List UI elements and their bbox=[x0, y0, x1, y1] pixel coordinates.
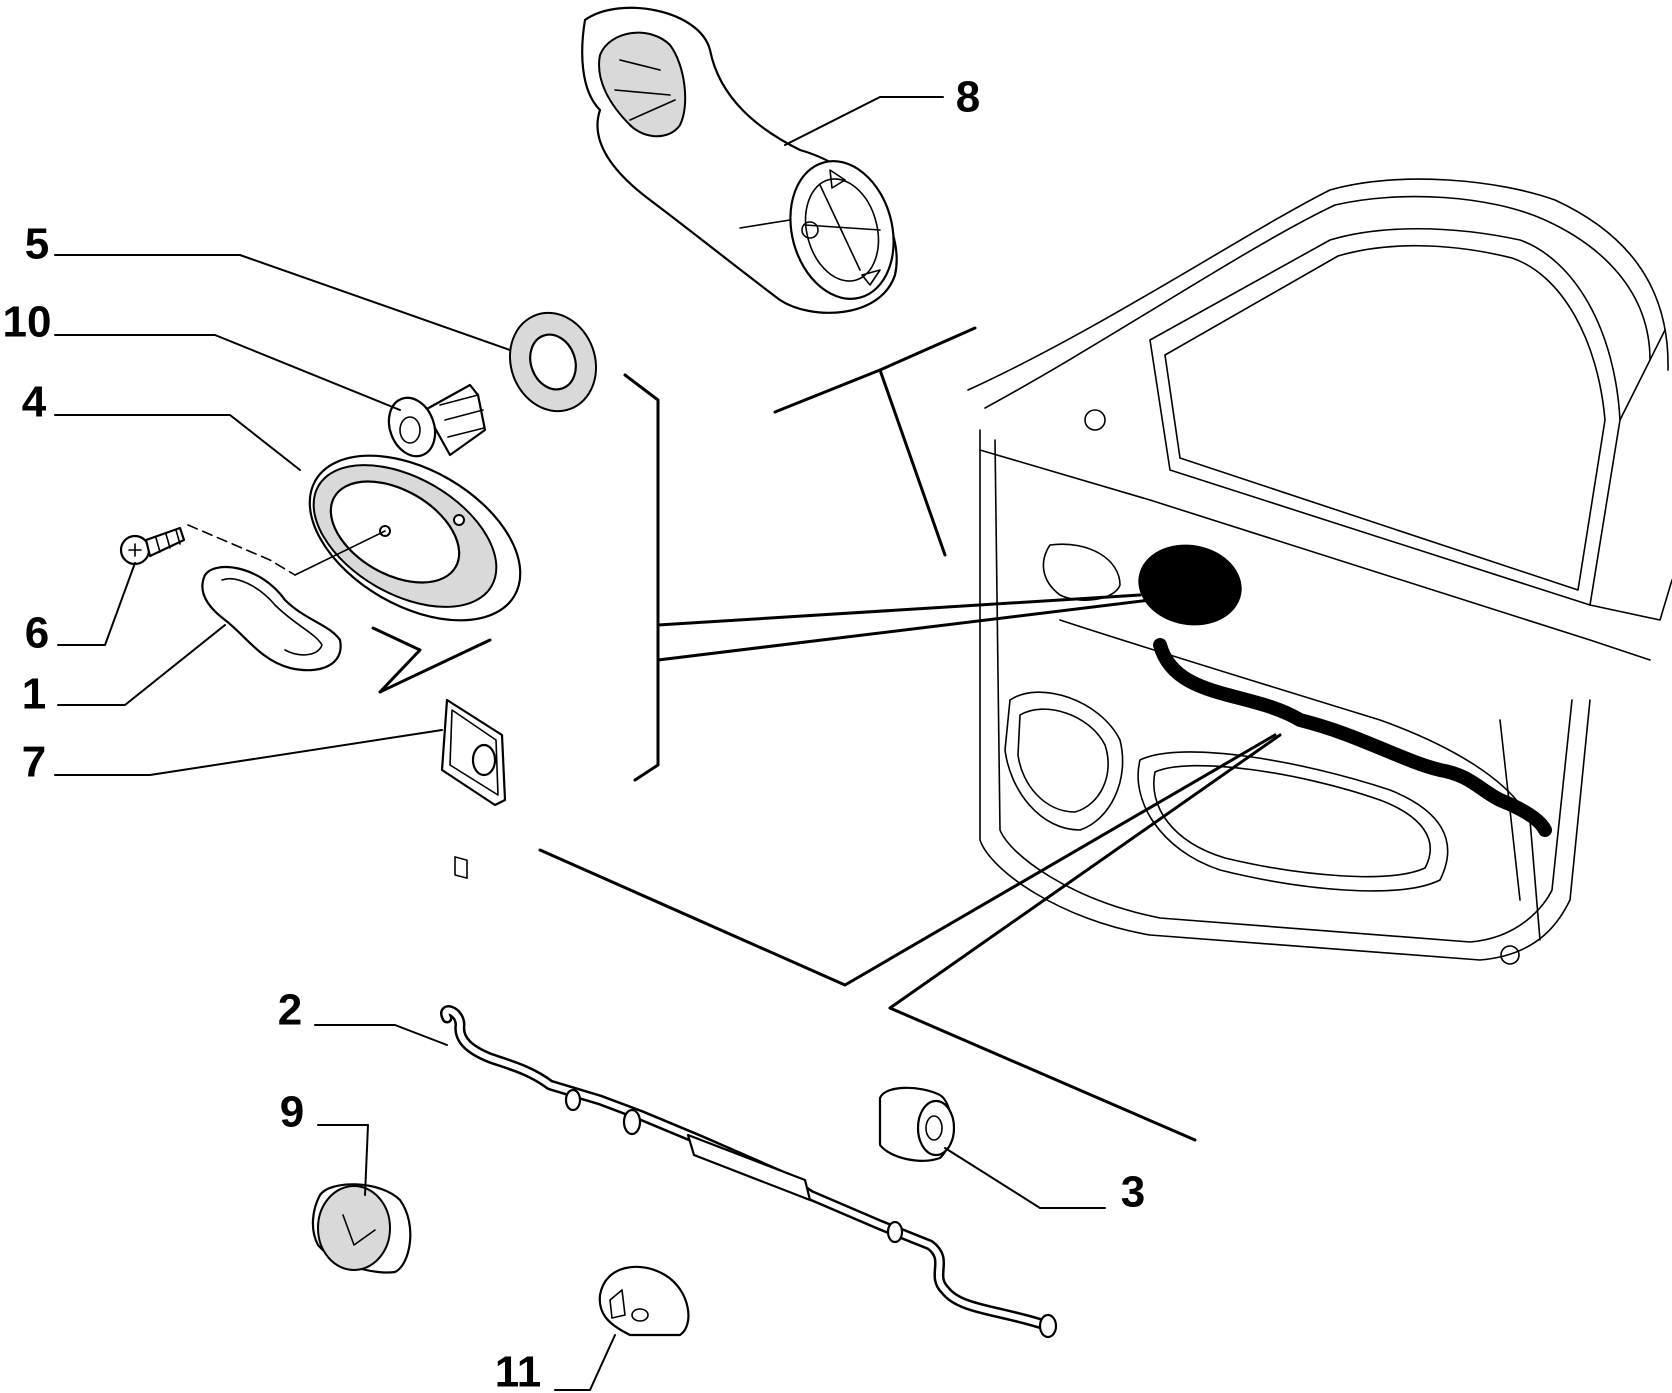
leader-3 bbox=[944, 1147, 1106, 1209]
part-1-seal bbox=[201, 565, 342, 672]
label-7: 7 bbox=[22, 738, 46, 787]
leader-8 bbox=[784, 96, 944, 146]
label-2: 2 bbox=[278, 986, 302, 1035]
label-leaders bbox=[54, 96, 1106, 1391]
label-9: 9 bbox=[280, 1088, 304, 1137]
part-3-grommet bbox=[878, 1086, 956, 1162]
part-5-washer bbox=[508, 311, 598, 413]
bracket-lines bbox=[538, 326, 1282, 1142]
part-11-bracket-clip bbox=[598, 1265, 690, 1337]
label-4: 4 bbox=[22, 378, 47, 427]
leader-9 bbox=[317, 1124, 369, 1196]
leader-2 bbox=[314, 1024, 448, 1046]
chevron-mark bbox=[371, 626, 492, 694]
label-11: 11 bbox=[495, 1348, 542, 1393]
leader-11 bbox=[554, 1334, 616, 1391]
door-panel bbox=[967, 178, 1672, 965]
label-10: 10 bbox=[3, 298, 52, 347]
label-8: 8 bbox=[956, 73, 980, 122]
part-4-speaker-cover bbox=[308, 454, 522, 622]
label-5: 5 bbox=[25, 220, 49, 269]
label-3: 3 bbox=[1121, 1168, 1145, 1217]
label-6: 6 bbox=[25, 609, 49, 658]
leader-10 bbox=[54, 334, 401, 411]
leader-1 bbox=[57, 624, 226, 706]
part-10-clip bbox=[387, 383, 487, 458]
label-1: 1 bbox=[22, 670, 46, 719]
part-2-cable bbox=[440, 1005, 1058, 1339]
leader-6 bbox=[57, 562, 136, 646]
leader-7 bbox=[54, 729, 443, 776]
part-6-screw bbox=[119, 524, 386, 576]
part-9-bushing bbox=[311, 1183, 412, 1274]
leader-5 bbox=[54, 254, 511, 351]
part-7-switch-plate bbox=[440, 698, 507, 879]
part-8-door-handle bbox=[581, 6, 898, 314]
leader-4 bbox=[54, 414, 301, 471]
